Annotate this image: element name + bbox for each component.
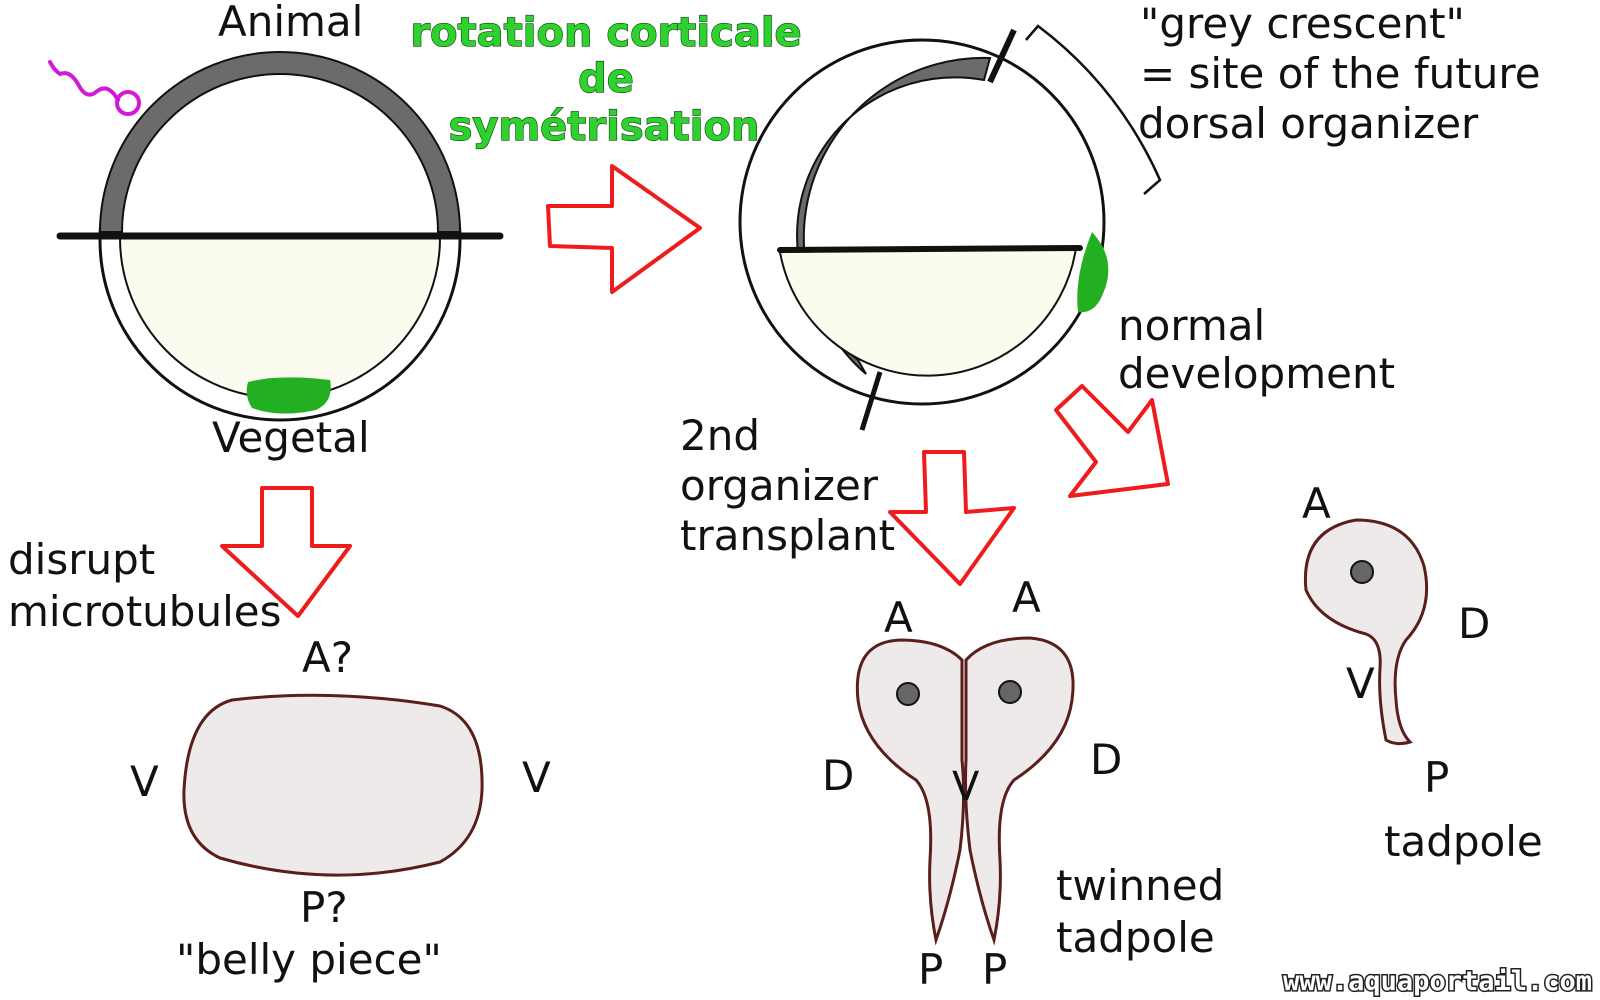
twinned-tadpole-line-1: twinned [1056, 861, 1224, 910]
egg2-tick-bottom [859, 371, 883, 431]
twin-p-left-label: P [918, 945, 943, 994]
egg-before-rotation [48, 51, 504, 422]
transplant-arrow [888, 450, 1016, 586]
rotation-arrow [546, 164, 702, 294]
transplant-line-2: organizer [680, 461, 879, 510]
normal-development-line-1: normal [1118, 301, 1265, 350]
belly-v-left-label: V [130, 757, 159, 806]
disrupt-arrow [220, 486, 352, 618]
twin-d-right-label: D [1090, 735, 1122, 784]
twin-d-left-label: D [822, 751, 854, 800]
title-line-2: de [578, 56, 634, 102]
title-line-3: symétrisation [449, 104, 760, 150]
twin-left-body [855, 638, 966, 946]
twinned-tadpole-line-2: tadpole [1056, 913, 1215, 962]
normal-development-arrow [1054, 384, 1170, 498]
sperm-icon [48, 60, 141, 116]
tadpole-d-label: D [1458, 599, 1490, 648]
grey-crescent-bracket [1025, 24, 1162, 195]
twin-right-body [964, 636, 1075, 946]
cortical-rotation-title: rotation corticale de symétrisation [410, 9, 803, 150]
belly-piece-shape [182, 693, 484, 877]
tadpole-a-label: A [1302, 479, 1331, 528]
belly-piece-name: "belly piece" [176, 935, 442, 984]
twin-a-right-label: A [1012, 573, 1041, 622]
belly-a-label: A? [302, 633, 353, 682]
grey-crescent-line-2: = site of the future [1140, 49, 1541, 98]
belly-v-right-label: V [522, 753, 551, 802]
vegetal-label: Vegetal [212, 413, 370, 462]
egg-after-rotation [738, 24, 1162, 431]
grey-crescent-line-3: dorsal organizer [1138, 99, 1479, 148]
twin-p-right-label: P [982, 945, 1007, 994]
transplant-line-1: 2nd [680, 411, 760, 460]
twin-a-left-label: A [884, 593, 913, 642]
tadpole-name: tadpole [1384, 817, 1543, 866]
tadpole-body [1303, 518, 1429, 746]
twin-right-eye [998, 680, 1022, 704]
belly-p-label: P? [300, 883, 348, 932]
twin-v-label: V [952, 764, 980, 810]
egg1-cortex [98, 51, 462, 233]
animal-label: Animal [218, 0, 363, 46]
grey-crescent-line-1: "grey crescent" [1140, 0, 1465, 48]
twinned-tadpole [855, 636, 1075, 946]
egg2-green-crescent [1077, 232, 1109, 313]
title-line-1: rotation corticale [410, 10, 801, 56]
egg2-yolk [778, 246, 1078, 377]
egg2-tick-top [987, 28, 1017, 84]
twin-left-eye [896, 682, 920, 706]
transplant-line-3: transplant [680, 511, 895, 560]
disrupt-line-2: microtubules [8, 587, 281, 636]
normal-development-line-2: development [1118, 349, 1395, 398]
website-watermark: www.aquaportail.com [1283, 966, 1592, 997]
egg2-equator-line [777, 245, 1083, 253]
egg2-cortex [796, 56, 992, 375]
tadpole-eye [1350, 560, 1374, 584]
tadpole-p-label: P [1424, 753, 1449, 802]
tadpole-v-label: V [1346, 659, 1375, 708]
egg1-green-spot [246, 377, 331, 414]
disrupt-line-1: disrupt [8, 535, 155, 584]
